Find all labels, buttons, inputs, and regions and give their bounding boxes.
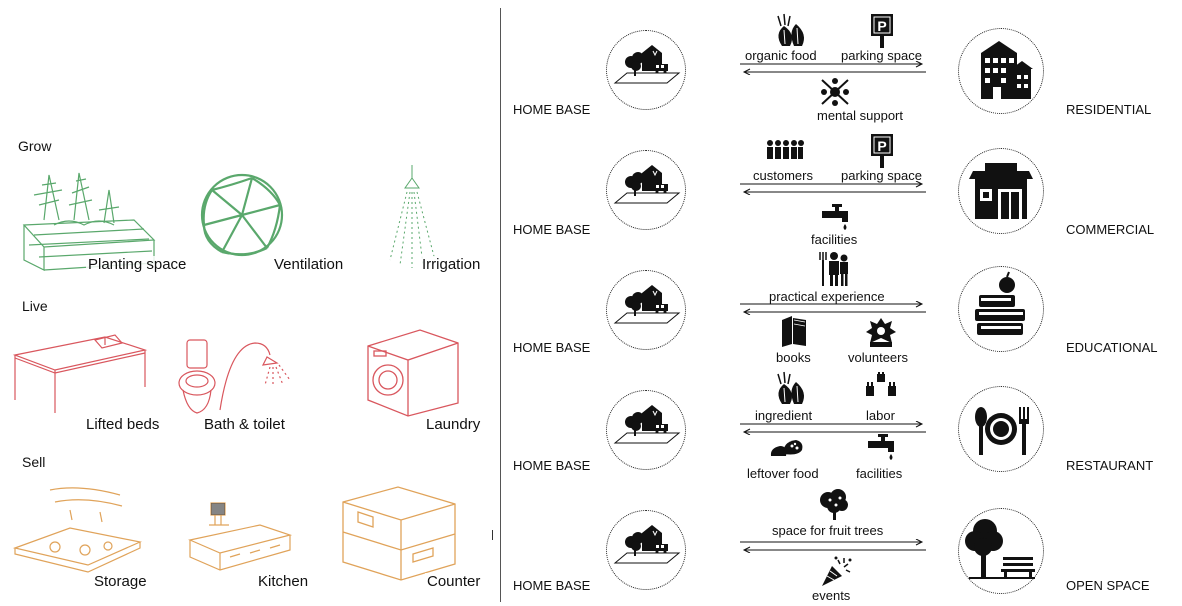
item-label-irrigation: Irrigation <box>420 256 483 273</box>
home-base-icon <box>614 404 680 444</box>
flow-label-mental-support: mental support <box>817 108 903 123</box>
flow-label-parking-space: parking space <box>841 48 922 63</box>
books-icon <box>782 316 806 347</box>
bath-toilet-sketch <box>178 339 291 414</box>
home-base-circle <box>606 150 686 230</box>
exchange-arrows <box>740 421 926 435</box>
destination-label-commercial: COMMERCIAL <box>1066 222 1155 237</box>
flow-label-customers: customers <box>753 168 813 183</box>
relationship-row-residential: HOME BASE P organic food parking space m… <box>0 0 1182 123</box>
restaurant-plate-icon <box>975 407 1029 455</box>
home-base-label: HOME BASE <box>513 340 591 355</box>
flow-label-ingredient: ingredient <box>755 408 813 423</box>
educational-books-apple-icon <box>975 271 1025 335</box>
park-tree-bench-icon <box>965 519 1035 579</box>
flow-label-volunteers: volunteers <box>848 350 908 365</box>
home-base-circle <box>606 390 686 470</box>
flow-label-organic-food: organic food <box>745 48 817 63</box>
destination-label-restaurant: RESTAURANT <box>1066 458 1154 473</box>
onion-icon <box>777 13 804 46</box>
home-base-icon <box>614 284 680 324</box>
planting-space-sketch <box>22 172 156 271</box>
home-base-icon <box>614 164 680 204</box>
relationship-row-educational: HOME BASE practical experience bo <box>0 240 1182 365</box>
item-label-storage: Storage <box>92 573 149 590</box>
parking-sign-icon: P <box>871 134 893 168</box>
exchange-arrows <box>740 61 926 75</box>
fruit-tree-icon <box>820 489 848 520</box>
labor-hands-icon <box>866 372 896 396</box>
section-title-sell: Sell <box>22 454 46 470</box>
mental-support-icon <box>821 78 849 106</box>
home-base-label: HOME BASE <box>513 222 591 237</box>
home-base-circle <box>606 30 686 110</box>
exchange-arrows <box>740 181 926 195</box>
destination-circle <box>958 266 1044 352</box>
kitchen-sketch <box>188 502 293 571</box>
residential-building-icon <box>981 41 1033 99</box>
irrigation-sketch <box>389 165 436 268</box>
onion-icon <box>777 371 804 404</box>
ventilation-sketch <box>200 173 284 257</box>
exchange-arrows <box>740 539 926 553</box>
home-base-icon <box>614 44 680 84</box>
home-base-icon <box>614 524 680 564</box>
flow-label-space-for-fruit-trees: space for fruit trees <box>772 523 884 538</box>
farmer-icon <box>819 252 848 286</box>
destination-label-open-space: OPEN SPACE <box>1066 578 1150 593</box>
destination-circle <box>958 508 1044 594</box>
section-title-grow: Grow <box>18 138 52 154</box>
flow-label-parking-space: parking space <box>841 168 922 183</box>
faucet-icon <box>822 204 848 230</box>
item-label-counter: Counter <box>425 573 483 590</box>
bread-icon <box>770 440 803 456</box>
storage-sketch <box>12 487 142 573</box>
customers-icon <box>767 140 804 159</box>
home-base-label: HOME BASE <box>513 578 591 593</box>
home-base-label: HOME BASE <box>513 102 591 117</box>
destination-label-educational: EDUCATIONAL <box>1066 340 1158 355</box>
item-label-laundry: Laundry <box>424 416 483 433</box>
item-label-planting-space: Planting space <box>86 256 189 273</box>
destination-label-residential: RESIDENTIAL <box>1066 102 1152 117</box>
item-label-bath-toilet: Bath & toilet <box>202 416 287 433</box>
svg-text:P: P <box>877 138 886 154</box>
parking-sign-icon: P <box>871 14 893 48</box>
flow-label-labor: labor <box>866 408 895 423</box>
flow-label-facilities: facilities <box>811 232 858 247</box>
flow-label-facilities: facilities <box>856 466 903 481</box>
relationship-row-open-space: HOME BASE space for fruit trees events <box>0 480 1182 603</box>
commercial-store-icon <box>969 163 1033 219</box>
destination-circle <box>958 148 1044 234</box>
item-label-ventilation: Ventilation <box>272 256 346 273</box>
home-base-circle <box>606 510 686 590</box>
laundry-sketch <box>367 329 459 417</box>
lifted-beds-sketch <box>12 334 148 413</box>
destination-circle <box>958 386 1044 472</box>
flow-label-books: books <box>776 350 811 365</box>
exchange-arrows <box>740 301 926 315</box>
flow-label-practical-experience: practical experience <box>769 289 885 304</box>
stray-mark <box>492 530 493 540</box>
home-base-label: HOME BASE <box>513 458 591 473</box>
volunteers-icon <box>866 318 896 347</box>
item-label-lifted-beds: Lifted beds <box>84 416 162 433</box>
flow-label-leftover-food: leftover food <box>747 466 819 481</box>
panel-divider <box>500 8 501 602</box>
relationship-row-commercial: HOME BASE P customers parking space faci… <box>0 120 1182 247</box>
svg-text:P: P <box>877 18 886 34</box>
faucet-icon <box>868 434 894 460</box>
section-title-live: Live <box>22 298 48 314</box>
flow-label-events: events <box>812 588 851 603</box>
party-popper-icon <box>822 556 852 586</box>
destination-circle <box>958 28 1044 114</box>
item-label-kitchen: Kitchen <box>256 573 311 590</box>
home-base-circle <box>606 270 686 350</box>
counter-sketch <box>342 486 456 581</box>
relationship-row-restaurant: HOME BASE ingredient labor leftover food <box>0 360 1182 481</box>
